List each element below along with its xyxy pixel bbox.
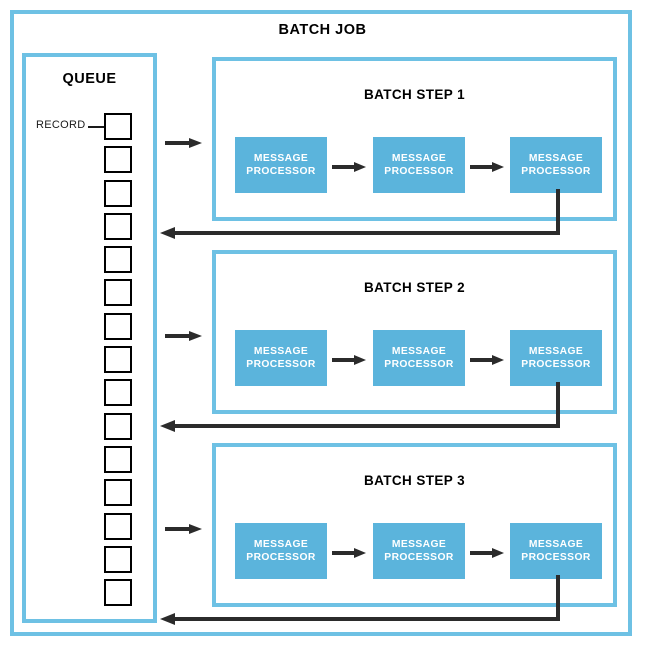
arrow-head [189, 524, 202, 534]
arrow-shaft [332, 358, 356, 362]
batch-step-1: BATCH STEP 1 MESSAGE PROCESSOR MESSAGE PROCE… [212, 57, 617, 221]
processor-chain-arrow [332, 355, 367, 365]
message-processor[interactable]: MESSAGE PROCESSOR [510, 137, 602, 193]
record-cell [104, 445, 132, 473]
arrow-shaft [332, 551, 356, 555]
step-1-to-queue-arrow [160, 189, 560, 240]
arrow-shaft [470, 551, 494, 555]
message-processor[interactable]: MESSAGE PROCESSOR [373, 137, 465, 193]
batch-step-3-title: BATCH STEP 3 [363, 473, 466, 488]
arrow-head [160, 227, 175, 240]
message-processor-line2: PROCESSOR [246, 359, 316, 370]
message-processor-line1: MESSAGE [528, 346, 584, 357]
arrow-head [354, 548, 366, 558]
processor-row: MESSAGE PROCESSOR MESSAGE PROCESSOR MESSAGE P… [216, 330, 613, 386]
arrow-horizontal-segment [174, 424, 560, 428]
message-processor-line2: PROCESSOR [246, 166, 316, 177]
arrow-head [189, 138, 202, 148]
record-label: RECORD [36, 119, 86, 131]
arrow-horizontal-segment [174, 617, 560, 621]
record-cell [104, 312, 132, 340]
record-cell [104, 212, 132, 240]
message-processor-line2: PROCESSOR [521, 166, 591, 177]
message-processor-line1: MESSAGE [391, 539, 447, 550]
message-processor-line1: MESSAGE [253, 153, 309, 164]
record-cell [104, 346, 132, 374]
arrow-head [354, 355, 366, 365]
message-processor[interactable]: MESSAGE PROCESSOR [235, 330, 327, 386]
arrow-vertical-segment [556, 189, 560, 231]
message-processor[interactable]: MESSAGE PROCESSOR [235, 137, 327, 193]
processor-chain-arrow [332, 162, 367, 172]
step-2-to-queue-arrow [160, 382, 560, 433]
record-cell [104, 545, 132, 573]
step-3-to-queue-arrow [160, 575, 560, 626]
record-list [104, 113, 134, 612]
message-processor-line2: PROCESSOR [384, 166, 454, 177]
message-processor-line1: MESSAGE [253, 346, 309, 357]
queue-to-step-3-arrow [165, 524, 205, 534]
record-cell [104, 412, 132, 440]
message-processor-line2: PROCESSOR [521, 552, 591, 563]
message-processor-line1: MESSAGE [253, 539, 309, 550]
batch-job-title: BATCH JOB [278, 22, 367, 38]
record-cell [104, 579, 132, 607]
message-processor-line1: MESSAGE [391, 153, 447, 164]
arrow-shaft [470, 165, 494, 169]
message-processor[interactable]: MESSAGE PROCESSOR [373, 330, 465, 386]
record-leader-line [88, 126, 104, 128]
processor-chain-arrow [332, 548, 367, 558]
arrow-head [160, 613, 175, 626]
arrow-head [354, 162, 366, 172]
batch-step-2: BATCH STEP 2 MESSAGE PROCESSOR MESSAGE PROCE… [212, 250, 617, 414]
message-processor[interactable]: MESSAGE PROCESSOR [373, 523, 465, 579]
arrow-shaft [470, 358, 494, 362]
arrow-shaft [165, 334, 191, 338]
message-processor-line1: MESSAGE [528, 539, 584, 550]
message-processor[interactable]: MESSAGE PROCESSOR [510, 330, 602, 386]
message-processor-line2: PROCESSOR [384, 359, 454, 370]
processor-chain-arrow [470, 548, 505, 558]
message-processor-line2: PROCESSOR [384, 552, 454, 563]
message-processor-line1: MESSAGE [528, 153, 584, 164]
processor-chain-arrow [470, 355, 505, 365]
record-cell [104, 179, 132, 207]
queue-to-step-2-arrow [165, 331, 205, 341]
record-cell [104, 279, 132, 307]
message-processor-line2: PROCESSOR [246, 552, 316, 563]
arrow-head [189, 331, 202, 341]
queue-to-step-1-arrow [165, 138, 205, 148]
batch-step-2-title: BATCH STEP 2 [363, 280, 466, 295]
message-processor[interactable]: MESSAGE PROCESSOR [235, 523, 327, 579]
queue-title: QUEUE [62, 71, 117, 87]
arrow-shaft [165, 527, 191, 531]
arrow-head [492, 162, 504, 172]
arrow-head [160, 420, 175, 433]
arrow-horizontal-segment [174, 231, 560, 235]
arrow-head [492, 355, 504, 365]
processor-chain-arrow [470, 162, 505, 172]
arrow-vertical-segment [556, 382, 560, 424]
processor-row: MESSAGE PROCESSOR MESSAGE PROCESSOR MESSAGE P… [216, 523, 613, 579]
record-cell [104, 379, 132, 407]
batch-step-3: BATCH STEP 3 MESSAGE PROCESSOR MESSAGE PROCE… [212, 443, 617, 607]
processor-row: MESSAGE PROCESSOR MESSAGE PROCESSOR MESSAGE P… [216, 137, 613, 193]
arrow-shaft [165, 141, 191, 145]
arrow-head [492, 548, 504, 558]
arrow-vertical-segment [556, 575, 560, 617]
message-processor-line2: PROCESSOR [521, 359, 591, 370]
arrow-shaft [332, 165, 356, 169]
record-cell [104, 479, 132, 507]
record-cell [104, 146, 132, 174]
batch-step-1-title: BATCH STEP 1 [363, 87, 466, 102]
record-cell [104, 246, 132, 274]
record-cell [104, 113, 132, 140]
message-processor-line1: MESSAGE [391, 346, 447, 357]
message-processor[interactable]: MESSAGE PROCESSOR [510, 523, 602, 579]
queue-container [22, 53, 157, 623]
record-cell [104, 512, 132, 540]
